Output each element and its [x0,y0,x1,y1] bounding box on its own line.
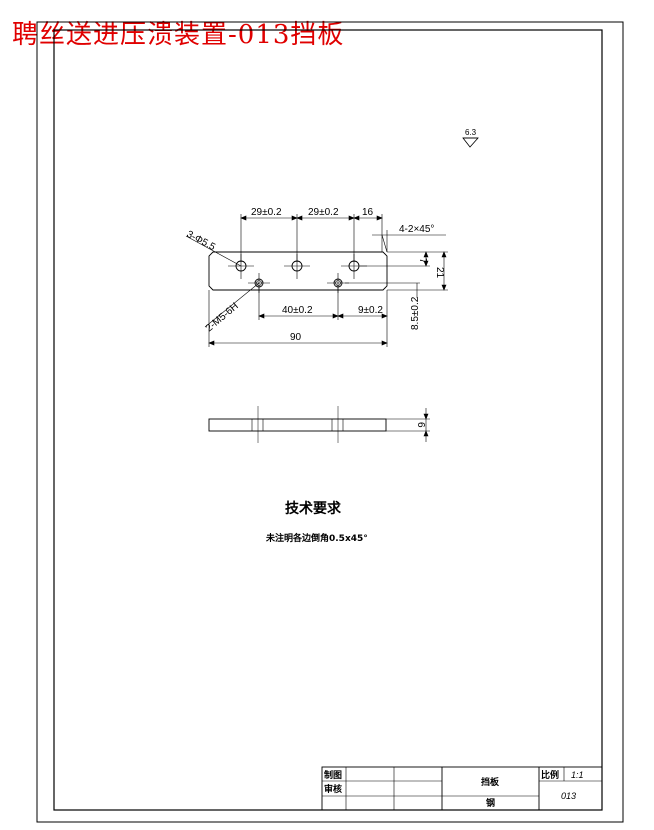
svg-text:6.3: 6.3 [465,128,477,137]
dim-top-3: 16 [362,207,374,218]
dim-right-2: 21 [434,267,445,279]
dim-holes-big: 3-Φ5.5 [185,229,218,253]
tb-checked: 审核 [324,783,342,794]
tb-scale-label: 比例 [541,769,559,780]
dim-overall: 90 [290,332,302,343]
tech-heading: 技术要求 [285,500,342,517]
outer-border [36,21,624,823]
chamfer-leader [372,230,446,253]
dim-holes-thread: 2-M5-6H [204,301,241,334]
dimensions-top [240,214,383,262]
tb-number: 013 [561,791,576,801]
dim-thickness: 6 [415,422,426,428]
title-block [321,766,603,811]
tb-scale-value: 1:1 [571,770,584,780]
tech-note: 未注明各边倒角0.5x45° [265,532,368,544]
roughness-symbol: 6.3 [462,128,479,148]
dim-chamfer: 4-2×45° [399,224,434,235]
side-view [208,406,430,443]
dim-bottom-1: 40±0.2 [282,305,313,316]
plate-outline [208,251,388,291]
front-view [208,251,388,291]
center-lines [228,254,367,293]
dim-top-2: 29±0.2 [308,207,339,218]
tb-material: 钢 [486,797,495,808]
tb-drawn: 制图 [324,769,342,780]
dim-right-3: 8.5±0.2 [410,296,421,330]
dim-bottom-2: 9±0.2 [358,305,383,316]
dim-top-1: 29±0.2 [251,207,282,218]
hole-leaders [185,235,260,328]
tb-part: 挡板 [481,776,500,787]
drawing-title: 聘丝送进压溃装置-013挡板 [12,20,345,50]
dimensions-bottom [208,287,388,347]
dimensions-right [345,251,448,298]
dim-right-1: 7 [417,258,428,264]
inner-border [53,29,603,811]
